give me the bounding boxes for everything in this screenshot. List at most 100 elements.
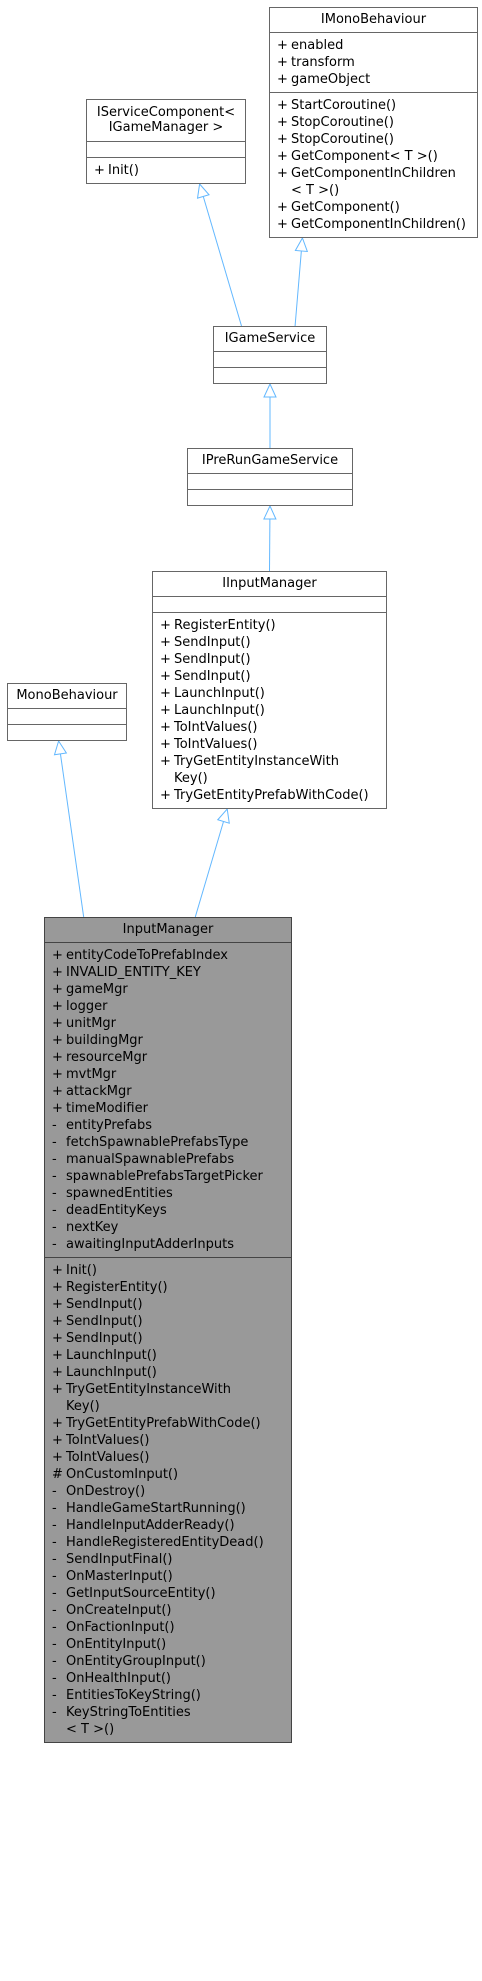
attribute-name: buildingMgr <box>66 1033 143 1048</box>
method-row: -SendInputFinal() <box>45 1551 291 1568</box>
class-inputmanager[interactable]: InputManager+entityCodeToPrefabIndex+INV… <box>44 917 292 1743</box>
method-row: -OnEntityInput() <box>45 1636 291 1653</box>
attribute-name: INVALID_ENTITY_KEY <box>66 965 201 980</box>
method-name: OnDestroy() <box>66 1484 146 1499</box>
visibility-marker: - <box>52 1569 57 1584</box>
method-row: +TryGetEntityPrefabWithCode() <box>45 1415 291 1432</box>
inheritance-arrowhead <box>263 504 277 520</box>
method-name: HandleInputAdderReady() <box>66 1518 235 1533</box>
method-name: SendInputFinal() <box>66 1552 173 1567</box>
method-name: TryGetEntityInstanceWith <box>66 1382 232 1397</box>
inheritance-arrowhead <box>294 236 309 253</box>
class-title: IInputManager <box>153 572 386 596</box>
visibility-marker: + <box>52 1382 63 1397</box>
method-row: +SendInput() <box>45 1313 291 1330</box>
visibility-marker: + <box>52 1067 63 1082</box>
visibility-marker: + <box>52 1016 63 1031</box>
inheritance-edge <box>202 196 242 327</box>
method-row: +LaunchInput() <box>45 1364 291 1381</box>
method-name: RegisterEntity() <box>174 618 276 633</box>
methods-section <box>8 724 126 740</box>
method-name: StartCoroutine() <box>291 98 397 113</box>
method-name: SendInput() <box>66 1331 143 1346</box>
visibility-marker: + <box>160 737 171 752</box>
method-row: +GetComponentInChildren< T >() <box>270 165 477 199</box>
class-title-text: IPreRunGameService <box>201 453 339 468</box>
visibility-marker: - <box>52 1586 57 1601</box>
method-name: EntitiesToKeyString() <box>66 1688 201 1703</box>
method-name: LaunchInput() <box>174 686 265 701</box>
class-title: IPreRunGameService <box>188 449 352 473</box>
method-name: ToIntValues() <box>66 1433 150 1448</box>
class-iprerungameservice[interactable]: IPreRunGameService <box>187 448 353 506</box>
method-name-cont: < T >() <box>291 183 340 198</box>
method-name-cont: < T >() <box>66 1722 115 1737</box>
methods-section: +Init() <box>87 157 245 183</box>
visibility-marker: + <box>160 686 171 701</box>
methods-section: +Init()+RegisterEntity()+SendInput()+Sen… <box>45 1257 291 1742</box>
method-name: Init() <box>66 1263 97 1278</box>
class-iinputmanager[interactable]: IInputManager+RegisterEntity()+SendInput… <box>152 571 387 809</box>
visibility-marker: + <box>277 115 288 130</box>
attribute-name: resourceMgr <box>66 1050 148 1065</box>
inheritance-arrowhead <box>263 382 277 398</box>
method-name: RegisterEntity() <box>66 1280 168 1295</box>
method-row: -HandleGameStartRunning() <box>45 1500 291 1517</box>
method-name: HandleRegisteredEntityDead() <box>66 1535 264 1550</box>
method-row: +SendInput() <box>153 668 386 685</box>
method-row: -OnDestroy() <box>45 1483 291 1500</box>
visibility-marker: + <box>52 1297 63 1312</box>
visibility-marker: + <box>277 217 288 232</box>
methods-section <box>188 489 352 505</box>
visibility-marker: + <box>52 1433 63 1448</box>
visibility-marker: + <box>160 652 171 667</box>
visibility-marker: + <box>52 1331 63 1346</box>
attribute-row: -nextKey <box>45 1219 291 1236</box>
attribute-row: +unitMgr <box>45 1015 291 1032</box>
class-igameservice[interactable]: IGameService <box>213 326 327 384</box>
visibility-marker: - <box>52 1169 57 1184</box>
method-name: GetInputSourceEntity() <box>66 1586 216 1601</box>
attribute-name: spawnedEntities <box>66 1186 173 1201</box>
method-name: Init() <box>108 163 139 178</box>
attribute-name: mvtMgr <box>66 1067 117 1082</box>
visibility-marker: - <box>52 1237 57 1252</box>
method-row: -OnMasterInput() <box>45 1568 291 1585</box>
method-name: OnCustomInput() <box>66 1467 179 1482</box>
method-name: OnHealthInput() <box>66 1671 171 1686</box>
class-title-text-cont: IGameManager > <box>108 120 224 135</box>
methods-section: +StartCoroutine()+StopCoroutine()+StopCo… <box>270 92 477 237</box>
method-name-cont: Key() <box>66 1399 100 1414</box>
visibility-marker: + <box>52 1050 63 1065</box>
method-name: OnMasterInput() <box>66 1569 173 1584</box>
method-row: -OnFactionInput() <box>45 1619 291 1636</box>
visibility-marker: + <box>160 703 171 718</box>
method-row: +SendInput() <box>45 1296 291 1313</box>
method-row: +ToIntValues() <box>153 719 386 736</box>
visibility-marker: + <box>52 1450 63 1465</box>
attribute-name: entityPrefabs <box>66 1118 152 1133</box>
visibility-marker: # <box>52 1467 63 1482</box>
class-title: InputManager <box>45 918 291 942</box>
visibility-marker: + <box>52 999 63 1014</box>
attribute-name: transform <box>291 55 355 70</box>
class-title-text: IMonoBehaviour <box>320 12 427 27</box>
method-row: -EntitiesToKeyString() <box>45 1687 291 1704</box>
class-iservicecomponent[interactable]: IServiceComponent<IGameManager >+Init() <box>86 99 246 184</box>
method-name: ToIntValues() <box>174 720 258 735</box>
attribute-name: logger <box>66 999 108 1014</box>
visibility-marker: + <box>52 965 63 980</box>
class-monobehaviour[interactable]: MonoBehaviour <box>7 683 127 741</box>
visibility-marker: + <box>160 618 171 633</box>
visibility-marker: + <box>52 1416 63 1431</box>
visibility-marker: + <box>277 132 288 147</box>
attribute-name: spawnablePrefabsTargetPicker <box>66 1169 263 1184</box>
class-imonobehaviour[interactable]: IMonoBehaviour+enabled+transform+gameObj… <box>269 7 478 238</box>
method-row: +LaunchInput() <box>153 685 386 702</box>
method-name: StopCoroutine() <box>291 115 394 130</box>
methods-section: +RegisterEntity()+SendInput()+SendInput(… <box>153 612 386 808</box>
inheritance-arrowhead <box>53 739 68 756</box>
visibility-marker: + <box>94 163 105 178</box>
attribute-row: +buildingMgr <box>45 1032 291 1049</box>
